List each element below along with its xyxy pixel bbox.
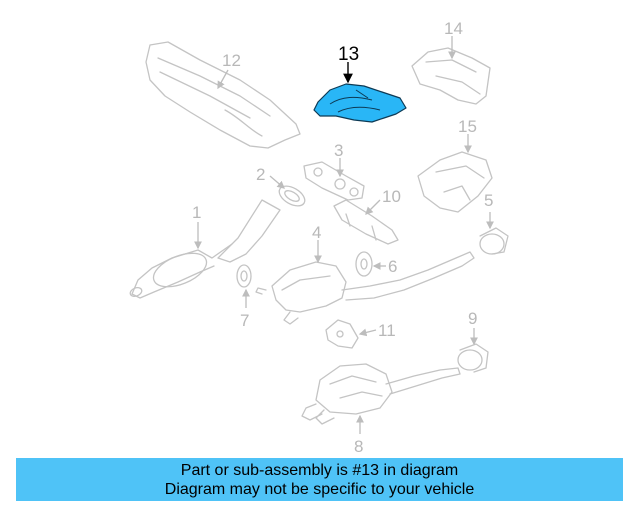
part-2-gasket [278, 185, 306, 207]
callout-4: 4 [312, 223, 321, 242]
banner-line-1: Part or sub-assembly is #13 in diagram [180, 462, 459, 479]
leader-2 [269, 175, 285, 189]
callout-6: 6 [388, 257, 397, 276]
part-5-clamp [479, 227, 509, 255]
part-13-heat-shield [313, 83, 407, 123]
leader-10 [365, 199, 381, 215]
callout-10: 10 [382, 187, 401, 206]
part-4-intermediate-pipe [255, 251, 475, 325]
callout-14: 14 [444, 19, 463, 38]
callout-1: 1 [192, 203, 201, 222]
callout-11: 11 [378, 321, 396, 340]
part-9-clamp [457, 343, 489, 373]
leader-11 [358, 328, 377, 337]
callout-8: 8 [354, 437, 363, 456]
part-7-hanger [236, 264, 252, 288]
part-3-gasket [303, 161, 365, 201]
part-6-hanger [355, 251, 373, 277]
part-8-rear-muffler [301, 363, 461, 425]
callout-9: 9 [468, 309, 477, 328]
part-12-heat-shield [145, 41, 301, 149]
leader-12 [217, 69, 229, 90]
callout-12: 12 [222, 51, 241, 70]
callout-2: 2 [256, 165, 265, 184]
callout-13: 13 [338, 44, 359, 65]
callout-5: 5 [484, 191, 493, 210]
part-11-bracket [325, 319, 359, 349]
info-banner: Part or sub-assembly is #13 in diagram D… [16, 458, 623, 501]
part-14-heat-shield [411, 47, 491, 105]
callout-15: 15 [458, 117, 477, 136]
banner-line-2: Diagram may not be specific to your vehi… [164, 481, 475, 498]
part-10-bracket [333, 199, 399, 245]
part-1-front-pipe [129, 199, 281, 299]
callout-3: 3 [334, 141, 343, 160]
exhaust-parts-diagram: 12 14 13 15 3 2 10 [129, 19, 509, 456]
part-15-shield [417, 151, 493, 213]
callout-7: 7 [240, 311, 249, 330]
